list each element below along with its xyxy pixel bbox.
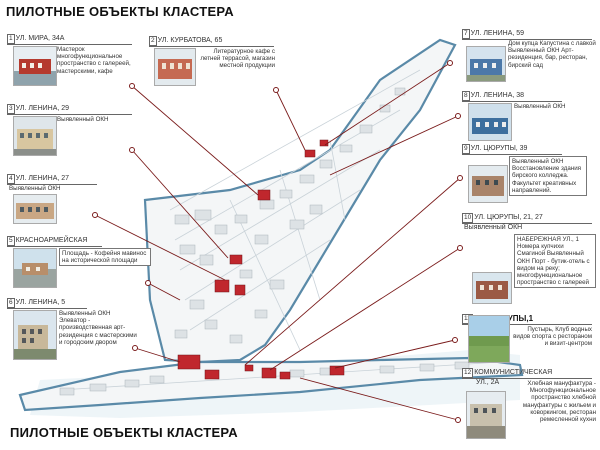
object-description: Дом купца Капустина с лавкой Выявленный … [508, 40, 596, 69]
object-address: УЛ. ЛЕНИНА, 59 [470, 30, 525, 37]
object-address: УЛ. КУРБАТОВА, 65 [157, 37, 223, 44]
object-description: Выявленный ОКН [514, 103, 566, 110]
district-outline [143, 38, 457, 364]
object-address-line2: Выявленный ОКН [464, 224, 523, 231]
leader-lines [94, 62, 461, 421]
object-description: Выявленный ОКН [57, 116, 109, 123]
object-number: 7 [462, 28, 470, 39]
object-number: 10 [462, 212, 474, 223]
building-photo [466, 391, 506, 439]
page-title: ПИЛОТНЫЕ ОБЪЕКТЫ КЛАСТЕРА [6, 4, 234, 19]
object-description: Площадь - Кофейня мавинос на историческо… [59, 248, 151, 267]
object-description: Литературное кафе с летней террасой, маг… [200, 48, 275, 70]
building-photo [468, 165, 508, 203]
object-address: УЛ. ЛЕНИНА, 29 [15, 105, 70, 112]
object-address: КРАСНОАРМЕЙСКАЯ [15, 237, 88, 244]
object-description: Мастерок многофункциональное пространств… [57, 46, 131, 75]
object-address-line2: УЛ., 2А [476, 379, 500, 386]
object-address: УЛ. ЦЮРУПЫ, 21, 27 [474, 214, 543, 221]
building-photo [466, 46, 506, 82]
object-number: 8 [462, 90, 470, 101]
object-description: Хлебная мануфактура - Многофункционально… [522, 380, 596, 424]
building-photo [13, 310, 57, 360]
object-address: УЛ. ЦЮРУПЫ, 39 [470, 145, 528, 152]
object-address: УЛ. ЛЕНИНА, 27 [15, 175, 70, 182]
object-number: 2 [149, 35, 157, 46]
object-number: 3 [7, 103, 15, 114]
object-number: 5 [7, 235, 15, 246]
object-card-11[interactable]: 11УЛ. ЦЮРУПЫ,1 Пустырь, Клуб водных видо… [462, 313, 597, 365]
building-photo [468, 103, 512, 141]
object-address: УЛ. ЛЕНИНА, 38 [470, 92, 525, 99]
page-footer-title: ПИЛОТНЫЕ ОБЪЕКТЫ КЛАСТЕРА [10, 425, 238, 440]
object-number: 9 [462, 143, 470, 154]
buildings [59, 87, 470, 396]
object-description: Пустырь, Клуб водных видов спорта с рест… [513, 326, 592, 348]
object-description: Выявленный ОКН Элеватор - производственн… [59, 310, 137, 346]
leader-dots [92, 60, 463, 423]
object-address: КОММУНИСТИЧЕСКАЯ [474, 369, 553, 376]
building-photo [472, 272, 512, 304]
building-photo [154, 48, 196, 86]
building-photo [13, 46, 57, 86]
building-photo [468, 315, 510, 363]
object-number: 1 [7, 33, 15, 44]
object-address: УЛ. ЛЕНИНА, 5 [15, 299, 66, 306]
building-photo [13, 194, 57, 224]
object-address: УЛ. МИРА, 34А [15, 35, 65, 42]
object-number: 4 [7, 173, 15, 184]
object-description: Выявленный ОКН [9, 185, 61, 192]
object-number: 12 [462, 367, 474, 378]
object-description: НАБЕРЕЖНАЯ УЛ., 1 Номера купчихи Смагино… [514, 234, 596, 289]
building-photo [13, 248, 57, 288]
object-number: 6 [7, 297, 15, 308]
pilot-buildings [177, 139, 345, 380]
building-photo [13, 116, 57, 156]
riverside-outline [18, 356, 524, 412]
object-description: Выявленный ОКН Восстановление здания бир… [509, 156, 587, 197]
